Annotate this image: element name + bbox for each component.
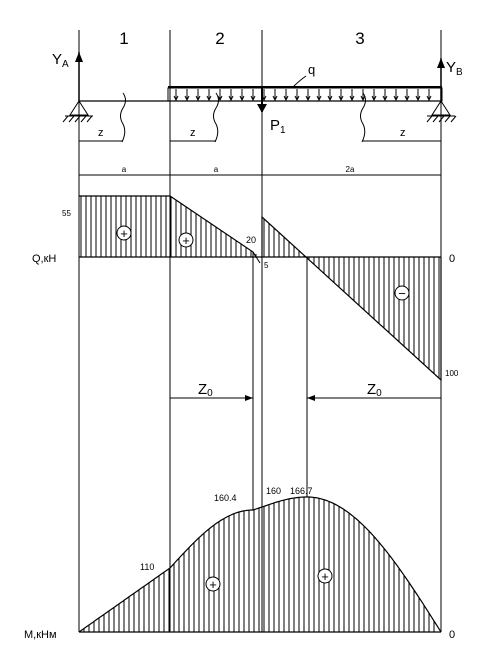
section-number-1: 1	[119, 29, 128, 48]
shear-value-100: 100	[445, 369, 459, 378]
load-arrow-head	[250, 95, 256, 102]
z-label-2: z	[190, 127, 196, 139]
load-arrow-head	[217, 95, 223, 102]
z0-label-1: Z0	[198, 381, 213, 399]
section-number-2: 2	[215, 29, 224, 48]
reaction-ya-arrowhead	[75, 52, 83, 62]
shear-axis-label: Q,кН	[32, 253, 56, 265]
load-arrow-head	[415, 95, 421, 102]
moment-axis-label: M,кНм	[24, 629, 57, 641]
load-arrow-head	[272, 95, 278, 102]
beam-scheme: q P1 YA YB	[52, 51, 463, 143]
load-arrow-head	[228, 95, 234, 102]
svg-text:+: +	[120, 226, 128, 241]
support-a-pin	[69, 100, 89, 116]
load-arrow-head	[316, 95, 322, 102]
span-dimensions: a a 2a	[78, 165, 442, 183]
section-cut-3	[360, 92, 366, 143]
load-arrow-head	[404, 95, 410, 102]
z0-markers: Z0 Z0	[170, 252, 441, 510]
shear-outline-right	[261, 215, 442, 382]
span-label-3: 2a	[346, 165, 355, 174]
z-label-1: z	[98, 127, 104, 139]
support-a-hatch	[62, 115, 93, 123]
span-label-2: a	[214, 165, 219, 174]
svg-text:−: −	[398, 286, 406, 301]
moment-hatching	[83, 497, 435, 632]
shear-sign-3	[394, 285, 410, 301]
load-q-pointer	[291, 75, 307, 89]
shear-sign-2	[178, 232, 194, 248]
moment-curve	[78, 496, 442, 633]
distributed-load-arrows	[173, 89, 432, 102]
moment-value-160: 160	[266, 486, 281, 496]
shear-diagram: Q,кН 0 55 20 5 100 + + −	[32, 195, 459, 382]
load-arrow-head	[206, 95, 212, 102]
load-arrow-head	[239, 95, 245, 102]
load-arrow-head	[393, 95, 399, 102]
support-b-hatch	[426, 115, 457, 123]
shear-sign-1	[116, 225, 132, 241]
span-label-1: a	[122, 165, 127, 174]
load-arrow-head	[426, 95, 432, 102]
load-arrow-head	[294, 95, 300, 102]
point-load-arrowhead	[257, 104, 267, 113]
moment-value-110: 110	[140, 562, 154, 572]
section-number-3: 3	[355, 29, 364, 48]
moment-value-166-7: 166.7	[290, 486, 313, 496]
load-arrow-head	[327, 95, 333, 102]
moment-sign-2	[317, 568, 333, 584]
load-arrow-head	[360, 95, 366, 102]
shear-value-5: 5	[264, 261, 269, 270]
load-arrow-head	[371, 95, 377, 102]
z-label-3: z	[400, 127, 406, 139]
reaction-ya-label: YA	[52, 51, 69, 70]
svg-text:+: +	[321, 569, 329, 584]
moment-diagram: M,кНм 0 110 160.4 160 166.7 + +	[24, 486, 455, 641]
reaction-yb-arrowhead	[437, 58, 445, 68]
load-arrow-head	[382, 95, 388, 102]
load-arrow-head	[283, 95, 289, 102]
shear-5-leader	[252, 251, 261, 264]
load-arrow-head	[305, 95, 311, 102]
svg-text:+: +	[182, 233, 190, 248]
moment-zero-right: 0	[449, 629, 455, 641]
load-arrow-head	[173, 95, 179, 102]
shear-zero-right: 0	[449, 253, 455, 265]
reaction-yb-label: YB	[446, 59, 463, 78]
moment-value-160-4: 160.4	[214, 493, 237, 503]
section-cut-1	[120, 92, 126, 143]
load-arrow-head	[349, 95, 355, 102]
section-cut-2	[213, 92, 219, 143]
load-arrow-head	[184, 95, 190, 102]
shear-value-55: 55	[62, 209, 71, 218]
shear-value-20: 20	[246, 235, 256, 245]
load-arrow-head	[338, 95, 344, 102]
point-load-label: P1	[270, 117, 286, 136]
shear-hatching	[80, 196, 440, 379]
load-q-label: q	[308, 62, 315, 77]
support-b-pin	[431, 100, 451, 116]
svg-text:+: +	[209, 577, 217, 592]
load-arrow-head	[195, 95, 201, 102]
moment-sign-1	[205, 576, 221, 592]
z0-label-2: Z0	[367, 381, 382, 399]
